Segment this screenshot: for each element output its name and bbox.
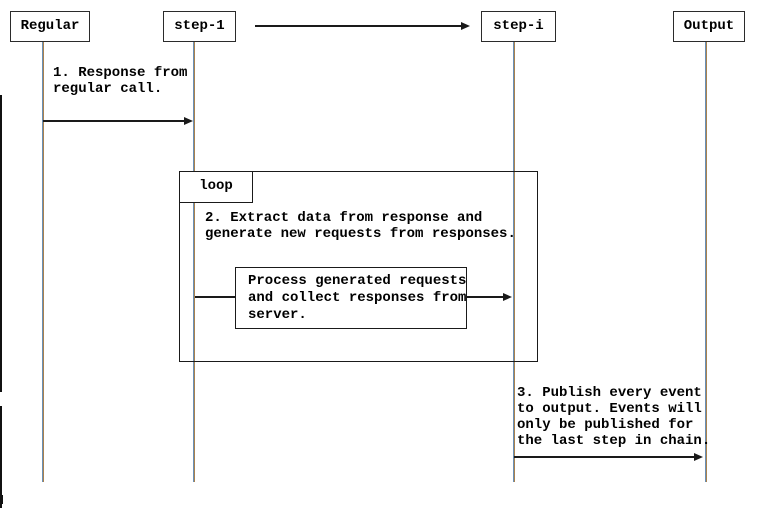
message-3-label: 3. Publish every event to output. Events… bbox=[517, 385, 710, 449]
message-1-arrow-head-icon bbox=[184, 117, 193, 125]
message-2-arrow-line bbox=[466, 296, 504, 298]
message-2-label: 2. Extract data from response and genera… bbox=[205, 210, 516, 242]
loop-label-box: loop bbox=[180, 172, 253, 203]
lifeline-step-1 bbox=[193, 42, 195, 482]
participant-label: step-i bbox=[493, 18, 544, 34]
text-line: 3. Publish every event bbox=[517, 385, 702, 401]
message-2-arrow-head-icon bbox=[503, 293, 512, 301]
message-3-arrow-head-icon bbox=[694, 453, 703, 461]
chain-arrow-head-icon bbox=[461, 22, 470, 30]
text-line: Process generated requests bbox=[248, 273, 467, 289]
participant-box-output: Output bbox=[673, 11, 745, 42]
participant-box-step-1: step-1 bbox=[163, 11, 236, 42]
message-2-line bbox=[195, 296, 235, 298]
text-line: the last step in chain. bbox=[517, 433, 711, 449]
lifeline-regular bbox=[42, 42, 44, 482]
text-line: and collect responses from bbox=[248, 290, 467, 306]
window-edge-artifact-bottom bbox=[0, 406, 2, 508]
text-line: 1. Response from bbox=[53, 65, 188, 81]
text-line: only be published for bbox=[517, 417, 694, 433]
participant-box-step-i: step-i bbox=[481, 11, 556, 42]
lifeline-output bbox=[705, 42, 707, 482]
loop-frame: loop bbox=[179, 171, 538, 362]
text-line: regular call. bbox=[53, 81, 163, 97]
process-box: Process generated requests and collect r… bbox=[235, 267, 467, 329]
text-line: to output. Events will bbox=[517, 401, 702, 417]
lifeline-step-i bbox=[513, 42, 515, 482]
message-3-arrow-line bbox=[514, 456, 695, 458]
participant-label: Regular bbox=[20, 18, 80, 34]
window-edge-mark bbox=[0, 495, 3, 504]
window-edge-artifact-top bbox=[0, 95, 2, 392]
text-line: 2. Extract data from response and bbox=[205, 210, 483, 226]
text-line: server. bbox=[248, 307, 307, 323]
chain-arrow-line bbox=[255, 25, 462, 27]
participant-label: Output bbox=[683, 18, 735, 34]
participant-box-regular: Regular bbox=[10, 11, 90, 42]
loop-label: loop bbox=[199, 178, 233, 194]
message-1-arrow-line bbox=[43, 120, 185, 122]
participant-label: step-1 bbox=[174, 18, 225, 34]
text-line: generate new requests from responses. bbox=[205, 226, 516, 242]
message-1-label: 1. Response from regular call. bbox=[53, 65, 187, 97]
